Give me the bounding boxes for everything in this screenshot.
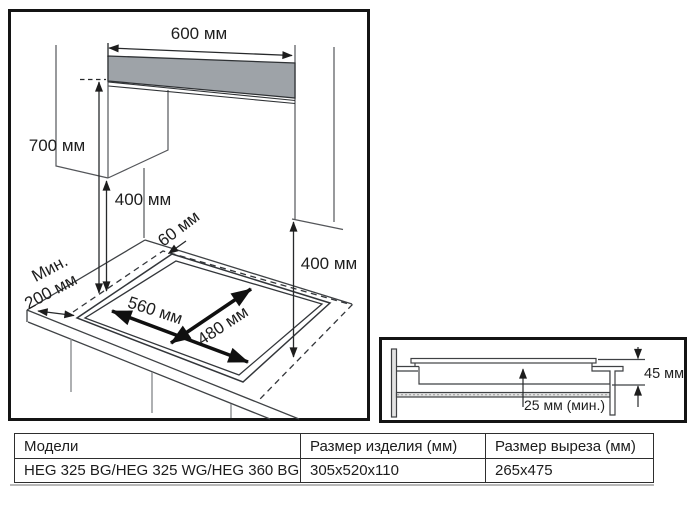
cutout-size-arrows (111, 287, 253, 364)
dim-label-bottom-clearance: 25 мм (мин.) (524, 397, 605, 413)
dim-label-top-width: 600 мм (170, 24, 228, 43)
spec-cell-product-size: 305x520x110 (300, 458, 486, 483)
hob-tub-profile (418, 366, 611, 385)
dim-label-left-height: 700 мм (28, 136, 86, 155)
dimension-lines (37, 43, 298, 358)
diagram-frames (8, 9, 687, 423)
hob-dashed-outline (72, 250, 354, 400)
spec-header-product-size: Размер изделия (мм) (300, 433, 486, 459)
spec-table: Модели Размер изделия (мм) Размер выреза… (14, 433, 654, 483)
spec-cell-models: HEG 325 BG/HEG 325 WG/HEG 360 BG (14, 458, 301, 483)
countertop (26, 239, 353, 420)
spec-cell-cutout-size: 265x475 (485, 458, 654, 483)
cross-section (390, 348, 645, 418)
spec-header-cutout-size: Размер выреза (мм) (485, 433, 654, 459)
cabinet-legs (70, 339, 232, 418)
dim-label-mounting-depth: 45 мм (644, 366, 685, 382)
hob-glass-profile (410, 357, 597, 364)
t-bracket-profile (591, 365, 624, 416)
cross-section-dims (519, 347, 642, 407)
spec-header-models: Модели (14, 433, 301, 459)
dim-label-hood-clearance: 400 мм (114, 190, 172, 209)
cooker-hood (107, 55, 296, 105)
worktop-cutout (72, 250, 354, 400)
table-shadow-line (10, 484, 654, 486)
spec-table-row: HEG 325 BG/HEG 325 WG/HEG 360 BG 305x520… (14, 458, 654, 483)
dim-label-right-height: 400 мм (300, 254, 358, 273)
wall-and-hood-structure (55, 45, 344, 238)
spec-table-header-row: Модели Размер изделия (мм) Размер выреза… (14, 433, 654, 459)
